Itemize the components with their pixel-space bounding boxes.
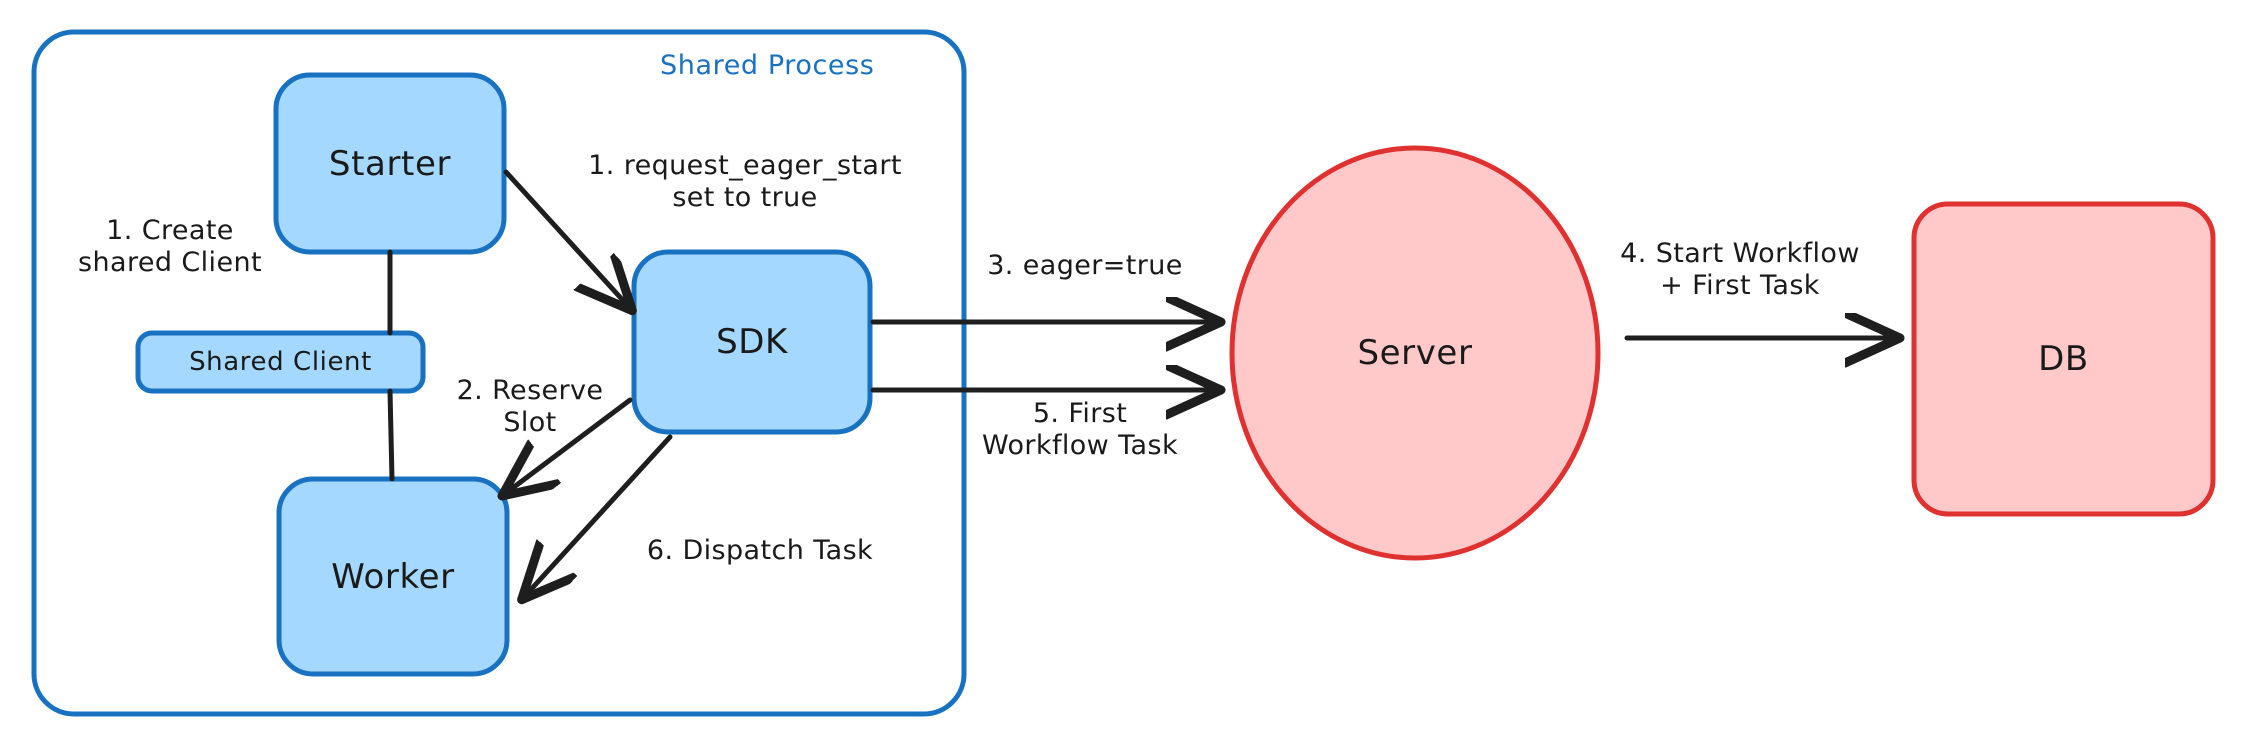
node-sdk-shape[interactable] bbox=[631, 249, 873, 435]
edge-label-start-workflow-first-task: 4. Start Workflow + First Task bbox=[1620, 238, 1860, 301]
edge-label-request-eager-start: 1. request_eager_start set to true bbox=[588, 150, 902, 213]
arrow-dispatch-task bbox=[525, 434, 673, 596]
edge-label-eager-true: 3. eager=true bbox=[987, 250, 1183, 281]
shared-process-title: Shared Process bbox=[660, 50, 875, 81]
arrow-reserve-slot bbox=[506, 397, 633, 493]
node-db-shape[interactable] bbox=[1911, 201, 2216, 517]
node-shared-client-shape[interactable] bbox=[135, 330, 426, 394]
shared-process-container bbox=[31, 29, 967, 717]
edge-label-first-workflow-task: 5. First Workflow Task bbox=[981, 398, 1179, 461]
edge-label-reserve-slot: 2. Reserve Slot bbox=[456, 375, 604, 438]
edge-label-dispatch-task: 6. Dispatch Task bbox=[646, 535, 874, 566]
connector-shared-client-worker bbox=[387, 388, 395, 482]
arrow-request-eager-start bbox=[503, 169, 629, 307]
node-starter-shape[interactable] bbox=[273, 72, 507, 255]
node-worker-shape[interactable] bbox=[276, 476, 510, 677]
node-server-shape[interactable] bbox=[1229, 145, 1601, 561]
edge-label-create-shared-client: 1. Create shared Client bbox=[78, 215, 262, 278]
